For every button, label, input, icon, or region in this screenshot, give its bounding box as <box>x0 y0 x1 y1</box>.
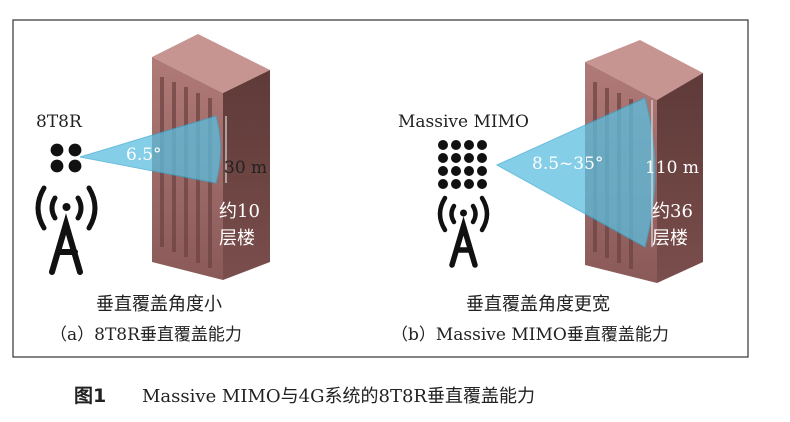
caption-a: （a）8T8R垂直覆盖能力 <box>50 325 242 345</box>
subtitle-b: 垂直覆盖角度更宽 <box>466 294 610 315</box>
caption-b: （b）Massive MIMO垂直覆盖能力 <box>391 325 669 345</box>
height-label-b: 110 m <box>645 158 699 178</box>
beam-b <box>495 97 656 248</box>
angle-label-a: 6.5° <box>126 145 162 165</box>
tower-b-icon <box>437 195 490 268</box>
angle-label-b: 8.5~35° <box>532 154 604 174</box>
floors-label-b-2: 层楼 <box>652 228 688 249</box>
height-label-a: 30 m <box>224 158 268 178</box>
figure-caption: Massive MIMO与4G系统的8T8R垂直覆盖能力 <box>142 386 535 407</box>
antenna-array-a-icon <box>49 142 83 174</box>
floors-label-a-1: 约10 <box>219 201 260 222</box>
floors-label-b-1: 约36 <box>652 201 693 222</box>
floors-label-a-2: 层楼 <box>219 228 255 249</box>
figure-frame <box>12 19 749 358</box>
tower-a-icon <box>35 185 98 275</box>
antenna-array-b-icon <box>437 139 488 190</box>
subtitle-a: 垂直覆盖角度小 <box>96 294 222 315</box>
beam-a <box>79 115 221 184</box>
antenna-label-b: Massive MIMO <box>398 112 529 132</box>
figure-number: 图1 <box>74 385 107 407</box>
antenna-label-a: 8T8R <box>36 112 82 132</box>
